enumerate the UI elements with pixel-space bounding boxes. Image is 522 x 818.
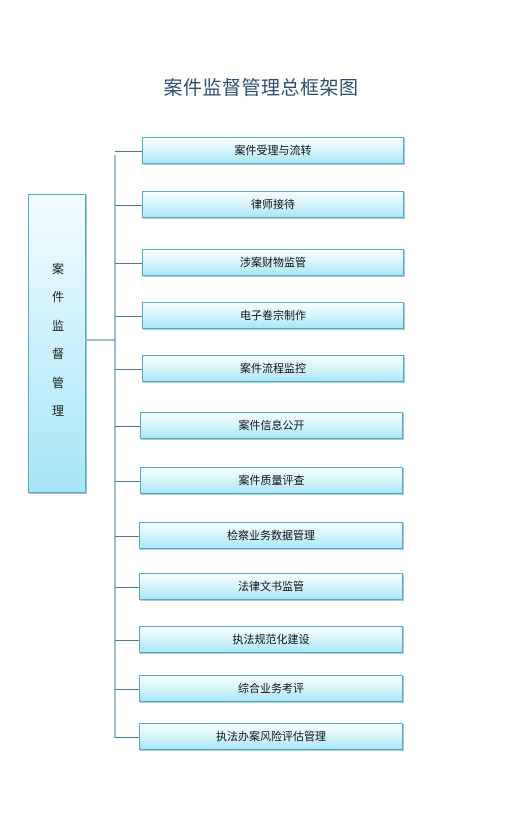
root-char: 监 — [51, 318, 64, 333]
branch-node: 涉案财物监管 — [142, 249, 404, 276]
branch-node: 律师接待 — [142, 191, 404, 218]
root-node-case-supervision: 案 件 监 督 管 理 — [28, 194, 86, 493]
diagram-title: 案件监督管理总框架图 — [163, 77, 359, 99]
branch-node: 案件流程监控 — [142, 355, 404, 382]
root-char: 理 — [51, 404, 64, 419]
branch-node: 电子卷宗制作 — [142, 302, 404, 329]
branch-node: 综合业务考评 — [139, 675, 403, 702]
root-char: 管 — [51, 375, 64, 390]
branch-node: 案件受理与流转 — [142, 137, 404, 164]
root-char: 案 — [51, 262, 64, 276]
root-node-label: 案 件 监 督 管 理 — [29, 255, 87, 425]
branch-node: 案件质量评查 — [140, 467, 403, 494]
branch-node: 执法规范化建设 — [139, 626, 403, 653]
branch-node: 法律文书监管 — [139, 573, 403, 600]
branch-node: 案件信息公开 — [140, 412, 403, 439]
branch-node: 执法办案风险评估管理 — [139, 723, 403, 750]
root-char: 督 — [51, 347, 64, 362]
branch-node: 检察业务数据管理 — [139, 522, 403, 549]
root-char: 件 — [51, 290, 64, 305]
